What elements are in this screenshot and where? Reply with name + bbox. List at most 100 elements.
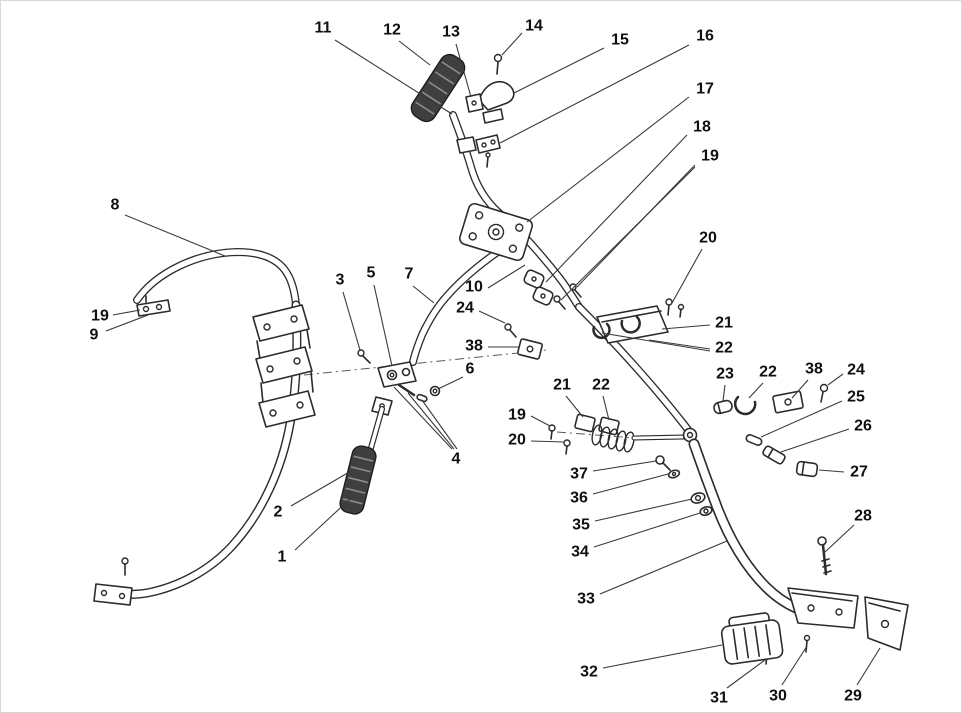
callout-34: 34 xyxy=(571,544,589,561)
callout-12: 12 xyxy=(383,22,401,39)
callout-9: 9 xyxy=(90,327,99,344)
leader-line-7 xyxy=(412,285,435,304)
callout-3: 3 xyxy=(336,272,345,289)
leader-line-20 xyxy=(671,248,703,304)
callout-8: 8 xyxy=(111,197,120,214)
shaft-bracket xyxy=(592,305,669,344)
leader-line-32 xyxy=(602,644,723,669)
leader-line-23 xyxy=(722,384,726,402)
leader-line-13 xyxy=(455,43,472,98)
leader-line-19 xyxy=(530,415,551,427)
lever-linkage xyxy=(357,323,543,403)
leader-line-6 xyxy=(437,376,464,390)
mid-clamp-assembly xyxy=(548,413,635,455)
handlebar-grip xyxy=(410,53,466,123)
leader-line-16 xyxy=(499,44,690,144)
leader-line-36 xyxy=(592,473,669,495)
leader-line-29 xyxy=(856,647,881,686)
callout-28: 28 xyxy=(854,508,872,525)
callout-32: 32 xyxy=(580,664,598,681)
linkage-small-parts-right xyxy=(713,383,829,478)
leader-line-28 xyxy=(824,524,855,553)
lower-arm xyxy=(694,444,796,608)
leader-line-22 xyxy=(748,382,764,399)
frame-mount-bracket xyxy=(136,295,171,317)
leader-line-1 xyxy=(294,497,352,551)
leader-line-22 xyxy=(601,332,711,352)
leader-line-24 xyxy=(478,310,506,324)
callout-38: 38 xyxy=(805,361,823,378)
leader-line-22 xyxy=(602,395,610,421)
leader-line-4 xyxy=(421,399,458,450)
leader-line-11 xyxy=(334,39,453,115)
leader-line-24 xyxy=(827,373,844,386)
leader-line-17 xyxy=(526,96,690,223)
callout-22: 22 xyxy=(759,364,777,381)
leader-line-35 xyxy=(594,498,693,522)
callout-19: 19 xyxy=(701,148,719,165)
callout-19: 19 xyxy=(91,308,109,325)
callout-26: 26 xyxy=(854,418,872,435)
leader-line-8 xyxy=(124,214,226,257)
leader-line-27 xyxy=(818,469,845,473)
callout-15: 15 xyxy=(611,32,629,49)
callout-22: 22 xyxy=(592,377,610,394)
callout-20: 20 xyxy=(699,230,717,247)
callout-37: 37 xyxy=(570,466,588,483)
frame-foot-plate xyxy=(93,557,133,606)
leader-line-22 xyxy=(648,339,711,350)
leader-line-30 xyxy=(781,645,808,686)
long-bolt xyxy=(817,536,832,576)
leader-line-25 xyxy=(760,400,843,438)
callout-36: 36 xyxy=(570,490,588,507)
leader-line-21 xyxy=(565,395,584,418)
callout-29: 29 xyxy=(844,688,862,705)
leader-line-19 xyxy=(560,166,696,301)
callout-14: 14 xyxy=(525,18,543,35)
callout-11: 11 xyxy=(315,20,332,37)
arm-end-bracket xyxy=(787,587,859,629)
leader-line-21 xyxy=(661,324,711,330)
column-clamp xyxy=(523,269,554,306)
side-plate xyxy=(864,596,909,651)
leader-line-12 xyxy=(398,40,431,66)
leader-line-4 xyxy=(393,386,453,450)
leader-line-5 xyxy=(373,284,393,367)
leader-line-34 xyxy=(593,512,701,548)
throttle-lever-assembly xyxy=(456,53,515,168)
callout-24: 24 xyxy=(847,362,865,379)
leader-line-15 xyxy=(513,47,605,94)
callout-7: 7 xyxy=(405,266,414,283)
leader-line-14 xyxy=(501,32,523,56)
callout-17: 17 xyxy=(696,81,714,98)
leader-line-31 xyxy=(726,659,766,689)
callout-30: 30 xyxy=(769,688,787,705)
callout-19: 19 xyxy=(508,407,526,424)
callout-27: 27 xyxy=(850,464,868,481)
leader-line-10 xyxy=(487,264,526,289)
control-lever xyxy=(339,396,393,515)
callout-31: 31 xyxy=(710,690,728,707)
callout-13: 13 xyxy=(442,24,460,41)
leader-line-19 xyxy=(112,309,141,316)
leader-line-37 xyxy=(592,460,657,472)
frame-bracket-tower xyxy=(252,304,316,428)
leader-line-4 xyxy=(407,392,455,450)
callout-5: 5 xyxy=(367,265,376,282)
washer-stack xyxy=(655,455,713,517)
callout-21: 21 xyxy=(553,377,571,394)
callout-25: 25 xyxy=(847,389,865,406)
leader-line-33 xyxy=(599,540,728,595)
leader-line-2 xyxy=(290,470,352,507)
leader-line-18 xyxy=(545,134,688,283)
leader-line-38 xyxy=(791,379,809,399)
callout-24: 24 xyxy=(456,300,474,317)
callout-4: 4 xyxy=(452,451,461,468)
leader-line-26 xyxy=(780,428,850,453)
callout-20: 20 xyxy=(508,432,526,449)
callout-21: 21 xyxy=(715,315,733,332)
tie-rod xyxy=(634,427,698,443)
